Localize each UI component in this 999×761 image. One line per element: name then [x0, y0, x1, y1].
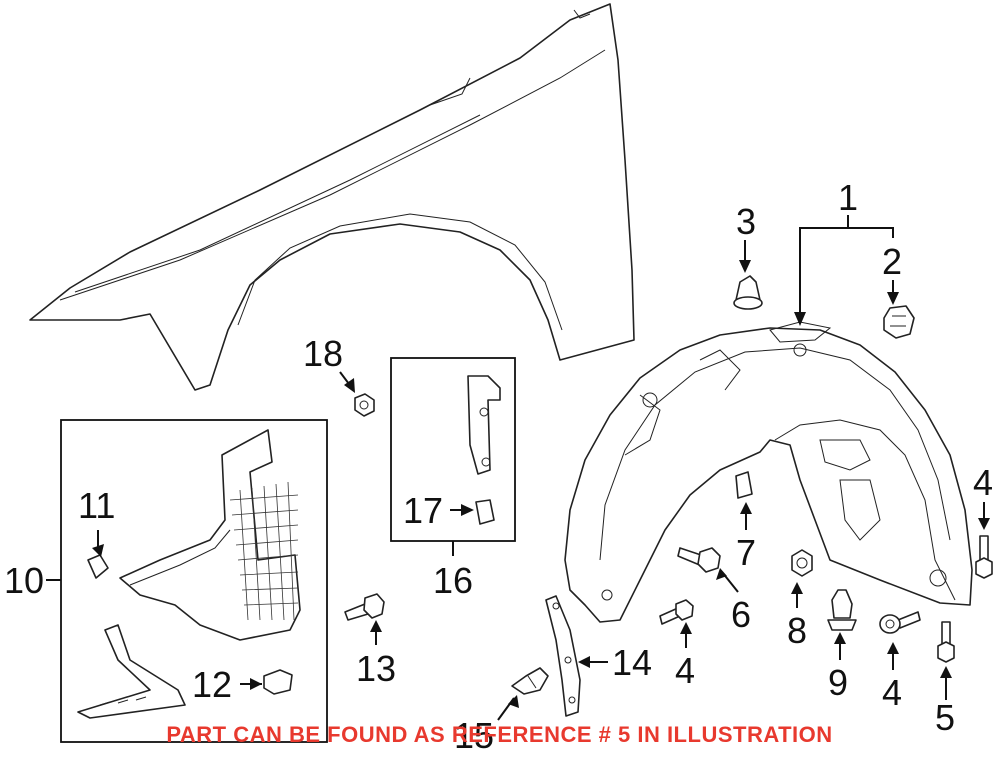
clip-part-2 [883, 305, 915, 339]
callout-7: 7 [736, 532, 757, 573]
clip-part-15 [497, 667, 549, 721]
screw-part-4-lower [879, 611, 921, 670]
callout-3: 3 [736, 201, 757, 242]
bolt-part-5 [937, 621, 955, 700]
arrowheads [92, 260, 990, 708]
fender-panel [29, 3, 635, 391]
bracket-box [390, 357, 516, 556]
bolt-part-6 [677, 547, 739, 593]
callout-4-lower: 4 [882, 672, 903, 713]
callout-4-center: 4 [675, 650, 696, 691]
callout-15: 15 [454, 715, 495, 756]
callout-10: 10 [4, 560, 45, 601]
callout-16: 16 [433, 560, 474, 601]
clip-part-9 [827, 589, 857, 660]
nut-part-8 [791, 549, 813, 608]
callout-12: 12 [192, 664, 233, 705]
callout-8: 8 [787, 610, 808, 651]
clip-part-3 [733, 275, 763, 310]
nut-part-18 [339, 371, 375, 417]
reference-banner: PART CAN BE FOUND AS REFERENCE # 5 IN IL… [166, 722, 833, 747]
leader-1 [799, 215, 894, 320]
callout-14: 14 [612, 642, 653, 683]
callout-11: 11 [78, 485, 116, 526]
screw-part-4-center [659, 599, 694, 648]
callout-1: 1 [838, 177, 859, 218]
callout-13: 13 [356, 648, 397, 689]
callout-17: 17 [403, 490, 444, 531]
callout-2: 2 [882, 241, 903, 282]
callout-4-right: 4 [973, 462, 994, 503]
callout-18: 18 [303, 333, 344, 374]
wheel-liner [564, 321, 973, 623]
callout-9: 9 [828, 662, 849, 703]
undershield-box [46, 419, 328, 743]
bolt-part-4-right [975, 502, 993, 579]
callout-5: 5 [935, 697, 956, 738]
clip-nut-part-7 [735, 471, 753, 530]
callout-6: 6 [731, 594, 752, 635]
bolt-part-13 [344, 593, 385, 645]
